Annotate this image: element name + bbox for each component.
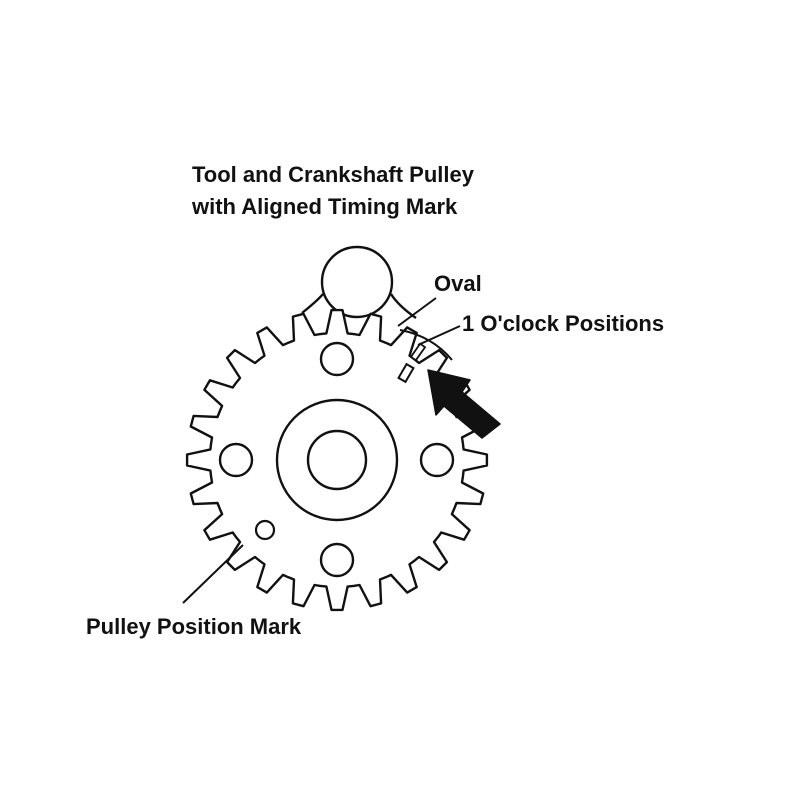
pulley-position-hole xyxy=(254,519,276,541)
bolt-hole-bottom xyxy=(319,542,355,578)
oval-slot xyxy=(409,342,427,362)
one-oclock-label: 1 O'clock Positions xyxy=(462,311,665,336)
pulley-position-mark-label: Pulley Position Mark xyxy=(86,614,302,639)
diagram-title-line-1: Tool and Crankshaft Pulley xyxy=(192,162,474,187)
pulley-mark-leader xyxy=(182,544,244,604)
bolt-hole-top xyxy=(319,341,355,377)
oval-label: Oval xyxy=(434,271,482,296)
diagram-title-line-2: with Aligned Timing Mark xyxy=(192,194,458,219)
hub-outer xyxy=(275,398,399,522)
bolt-hole-right xyxy=(419,442,455,478)
one-oclock-leader xyxy=(417,325,461,346)
timing-mark xyxy=(397,362,415,384)
oval-leader xyxy=(397,297,437,327)
arrow-icon xyxy=(427,369,501,439)
hub-inner xyxy=(306,429,368,491)
bolt-hole-left xyxy=(218,442,254,478)
tool-knob xyxy=(320,245,394,319)
